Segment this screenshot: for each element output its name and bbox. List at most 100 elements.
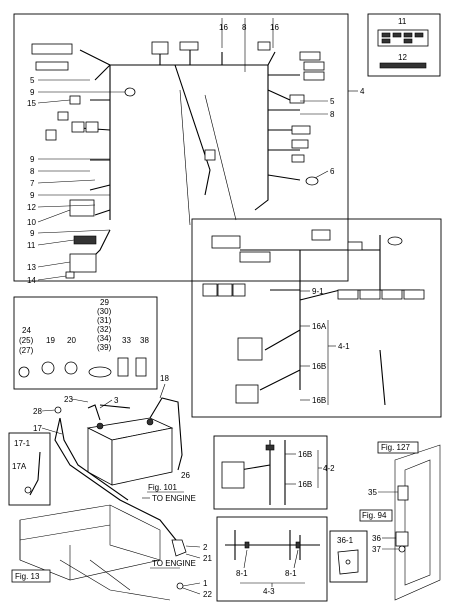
connector-right-2	[303, 61, 325, 71]
left-drops	[79, 99, 111, 216]
fig94-label-box	[359, 509, 393, 522]
label-8-left: 8	[30, 167, 35, 176]
battery-terminal-neg	[96, 422, 104, 430]
label-9-1: 9-1	[312, 287, 324, 296]
label-9-b: 9	[30, 155, 35, 164]
label-16B-2: 16B	[312, 396, 326, 405]
label-24: 24	[22, 326, 31, 335]
detail-4-2-harness	[239, 440, 286, 505]
part-1-bolt	[176, 582, 184, 590]
label-16B-1: 16B	[312, 362, 326, 371]
right-drops	[267, 74, 301, 181]
detail-connector-3	[311, 229, 331, 241]
detail-connector-2	[239, 251, 271, 263]
connector-right-7	[291, 154, 305, 163]
relay-slot	[381, 38, 391, 44]
battery-terminal-pos	[146, 418, 154, 426]
label-5-left: 5	[30, 76, 35, 85]
label-34: (34)	[97, 334, 112, 343]
label-17A: 17A	[12, 462, 27, 471]
label-17-1: 17-1	[14, 439, 31, 448]
label-29: 29	[100, 298, 109, 307]
fuse-strip-12	[379, 62, 427, 69]
label-4: 4	[360, 87, 365, 96]
battery-front-face	[111, 427, 173, 486]
connector-top-1	[151, 41, 169, 55]
label-6: 6	[330, 167, 335, 176]
label-2: 2	[203, 543, 208, 552]
part-20-connector	[64, 361, 78, 375]
detail-connector-8	[403, 289, 425, 300]
label-5-right: 5	[330, 97, 335, 106]
ref-fig-127: Fig. 127	[381, 443, 410, 452]
relay-slot	[381, 32, 391, 38]
detail-harness	[240, 235, 420, 390]
connector-right-4	[289, 94, 305, 104]
detail-4-2-relay	[221, 461, 245, 489]
connector-large-left	[31, 43, 73, 55]
connector-right-6	[291, 139, 309, 149]
label-35: 35	[368, 488, 377, 497]
part-38-clip	[135, 357, 147, 377]
label-4-2: 4-2	[323, 464, 335, 473]
detail-connector-1	[211, 235, 241, 249]
detail-frame-4-2	[213, 435, 328, 510]
ref-fig-94: Fig. 94	[362, 511, 387, 520]
label-10: 10	[27, 218, 36, 227]
connector-round-left	[124, 87, 136, 97]
detail-connector-10	[217, 283, 233, 297]
detail-connector-7	[381, 289, 403, 300]
detail-4-3-clip-1	[244, 541, 250, 549]
label-36: 36	[372, 534, 381, 543]
parts-frame-19-39	[13, 296, 158, 390]
right-branch	[254, 65, 269, 211]
detail-connector-9	[202, 283, 218, 297]
label-36-1: 36-1	[337, 536, 354, 545]
label-11: 11	[398, 17, 407, 26]
label-16A: 16A	[312, 322, 327, 331]
inset-frame-17-1	[8, 432, 51, 506]
ref-to-engine-2: TO ENGINE	[152, 559, 196, 568]
relay-slot	[414, 32, 424, 38]
connector-right-3	[303, 71, 325, 81]
inset-frame-36-1	[329, 530, 368, 583]
label-8-top: 8	[242, 23, 247, 32]
label-14: 14	[27, 276, 36, 285]
chassis-frame	[19, 504, 161, 581]
label-9-d: 9	[30, 229, 35, 238]
label-11-left: 11	[27, 241, 36, 250]
connector-left-7	[45, 129, 57, 141]
label-3: 3	[114, 396, 119, 405]
detail-connector-11	[232, 283, 246, 297]
center-drop	[174, 64, 211, 196]
connector-center	[204, 149, 216, 161]
connector-top-3	[257, 41, 271, 51]
label-8-right: 8	[330, 110, 335, 119]
fuse-11	[73, 235, 97, 245]
clip-14	[65, 271, 75, 279]
ref-to-engine-1: TO ENGINE	[152, 494, 196, 503]
detail-drops	[259, 329, 386, 406]
label-26: 26	[181, 471, 190, 480]
label-23: 23	[64, 395, 73, 404]
connector-left-2	[35, 61, 69, 71]
relay-box-11	[377, 29, 429, 47]
label-8-1-b: 8-1	[285, 569, 297, 578]
connector-right-5	[291, 125, 311, 135]
detail-frame-4-1	[191, 218, 442, 418]
part-2-connector	[171, 539, 187, 557]
detail-connector-round	[387, 236, 403, 246]
cable-18	[149, 397, 183, 471]
label-15: 15	[27, 99, 36, 108]
label-30: (30)	[97, 307, 112, 316]
relay-unit-10	[69, 199, 95, 217]
part-29-band	[88, 366, 112, 378]
ref-fig-101: Fig. 101	[148, 483, 177, 492]
detail-connector-6	[359, 289, 381, 300]
label-27: (27)	[19, 346, 34, 355]
label-28: 28	[33, 407, 42, 416]
label-31: (31)	[97, 316, 112, 325]
label-13: 13	[27, 263, 36, 272]
label-18: 18	[160, 374, 169, 383]
